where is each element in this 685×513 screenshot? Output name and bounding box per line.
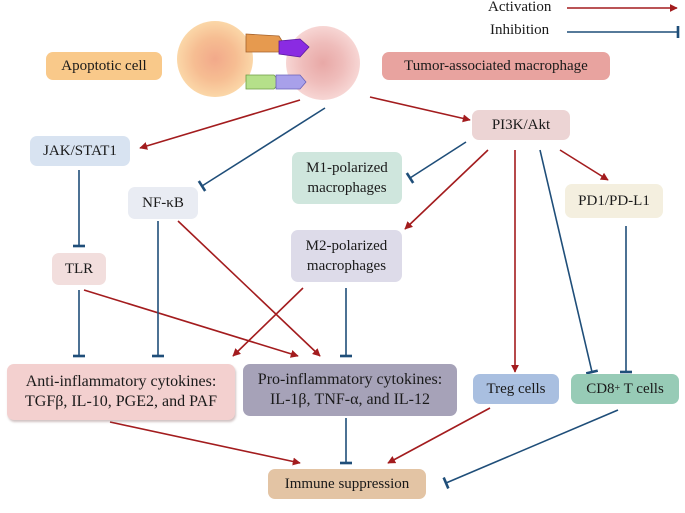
node-tlr: TLR [52,253,106,285]
m2-line1: M2-polarized [305,238,388,254]
m2-line2: macrophages [306,258,387,274]
node-tumor-associated-macrophage: Tumor-associated macrophage [382,52,610,80]
legend-activation-label: Activation [488,0,552,15]
cd8-prefix: CD8 [586,381,615,397]
node-pi3k-akt: PI3K/Akt [472,110,570,140]
inhibit-pi3k-to-m1 [405,141,467,184]
arrow-treg-to-suppression [387,407,491,464]
arrow-tam-to-jakstat1 [139,99,301,150]
arrow-tlr-to-pro [83,289,299,358]
receptor-bottom-icon [275,74,307,90]
node-immune-suppression: Immune suppression [268,469,426,499]
arrow-tam-to-pi3k [369,96,471,123]
ligand-top-icon [245,33,285,53]
anti-cytokines-line2: TGFβ, IL-10, PGE2, and PAF [24,393,217,410]
node-m2-polarized-macrophages: M2-polarized macrophages [291,230,402,282]
legend-inhibition-label: Inhibition [490,22,550,38]
anti-cytokines-line1: Anti-inflammatory cytokines: [25,373,217,390]
node-jak-stat1: JAK/STAT1 [30,136,130,166]
m1-line1: M1-polarized [306,160,388,176]
node-anti-inflammatory-cytokines: Anti-inflammatory cytokines: TGFβ, IL-10… [7,364,235,420]
ligand-bottom-icon [245,74,281,90]
m1-line2: macrophages [307,180,387,196]
arrow-nfkb-to-pro [177,220,321,357]
node-cd8-t-cells: CD8+ T cells [571,374,679,404]
arrow-pi3k-to-m2 [404,149,489,230]
node-treg-cells: Treg cells [473,374,559,404]
arrow-anti-to-suppression [109,421,301,466]
inhibition-arrows [73,107,632,490]
arrow-m2-to-anti [232,287,304,357]
inhibit-cd8-to-suppression [442,409,619,490]
activation-arrows [83,96,609,466]
node-pro-inflammatory-cytokines: Pro-inflammatory cytokines: IL-1β, TNF-α… [243,364,457,416]
cd8-suffix: T cells [620,381,664,397]
node-pd1-pd-l1: PD1/PD-L1 [565,184,663,218]
inhibit-pi3k-to-cd8 [539,149,599,375]
inhibit-tam-to-nfkb [197,107,326,192]
pro-cytokines-line2: IL-1β, TNF-α, and IL-12 [269,391,431,408]
apoptotic-cell-shape [177,21,253,97]
node-apoptotic-cell: Apoptotic cell [46,52,162,80]
cells-illustration [177,21,360,100]
node-nf-kb: NF-κB [128,187,198,219]
node-m1-polarized-macrophages: M1-polarized macrophages [292,152,402,204]
receptor-top-icon [278,38,310,58]
arrow-pi3k-to-pd1 [559,149,609,181]
pro-cytokines-line1: Pro-inflammatory cytokines: [257,371,443,388]
